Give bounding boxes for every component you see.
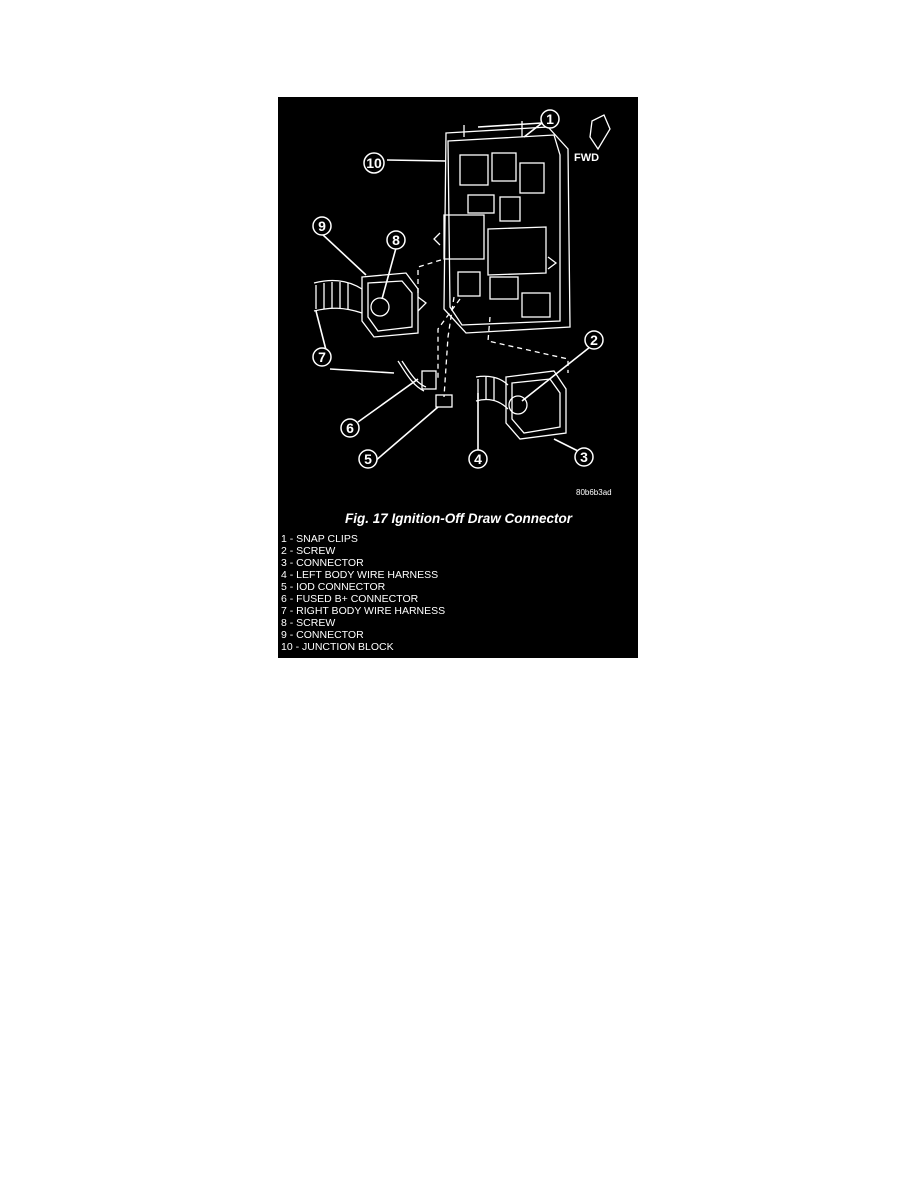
alignment-guides (417, 258, 569, 398)
legend-item: 4 - LEFT BODY WIRE HARNESS (281, 569, 439, 581)
callout-10: 10 (363, 152, 385, 174)
callout-8: 8 (386, 230, 406, 250)
right-connector-drawing (313, 272, 427, 338)
svg-text:9: 9 (318, 218, 326, 234)
callout-2: 2 (584, 330, 604, 350)
legend-item: 8 - SCREW (281, 617, 336, 629)
svg-text:6: 6 (346, 420, 354, 436)
legend-item: 9 - CONNECTOR (281, 629, 364, 641)
svg-text:1: 1 (546, 111, 554, 127)
callout-3: 3 (574, 447, 594, 467)
fwd-arrow-icon (589, 114, 611, 151)
image-code: 80b6b3ad (576, 488, 612, 497)
callout-6: 6 (340, 418, 360, 438)
svg-text:3: 3 (580, 449, 588, 465)
svg-text:5: 5 (364, 451, 372, 467)
figure-panel: 1 10 9 8 7 2 6 (278, 97, 638, 658)
svg-text:8: 8 (392, 232, 400, 248)
legend-item: 6 - FUSED B+ CONNECTOR (281, 593, 419, 605)
legend-item: 5 - IOD CONNECTOR (281, 581, 386, 593)
callout-9: 9 (312, 216, 332, 236)
left-connector-drawing (475, 370, 567, 440)
legend-item: 3 - CONNECTOR (281, 557, 364, 569)
callouts: 1 10 9 8 7 2 6 (312, 109, 604, 469)
legend-item: 7 - RIGHT BODY WIRE HARNESS (281, 605, 446, 617)
legend-item: 2 - SCREW (281, 545, 336, 557)
callout-7: 7 (312, 347, 332, 367)
leader-lines (315, 122, 591, 463)
callout-5: 5 (358, 449, 378, 469)
svg-text:4: 4 (474, 451, 482, 467)
legend-list: 1 - SNAP CLIPS 2 - SCREW 3 - CONNECTOR 4… (281, 533, 445, 653)
small-connectors-drawing (397, 360, 453, 408)
svg-text:7: 7 (318, 349, 326, 365)
callout-4: 4 (468, 449, 488, 469)
svg-text:2: 2 (590, 332, 598, 348)
fwd-label: FWD (574, 152, 600, 164)
legend-item: 10 - JUNCTION BLOCK (281, 641, 394, 653)
figure-caption: Fig. 17 Ignition-Off Draw Connector (345, 511, 573, 526)
exploded-view-diagram: 1 10 9 8 7 2 6 (312, 109, 611, 469)
junction-block-drawing (433, 121, 571, 334)
svg-text:10: 10 (366, 155, 382, 171)
legend-item: 1 - SNAP CLIPS (281, 533, 358, 545)
callout-1: 1 (540, 109, 560, 129)
